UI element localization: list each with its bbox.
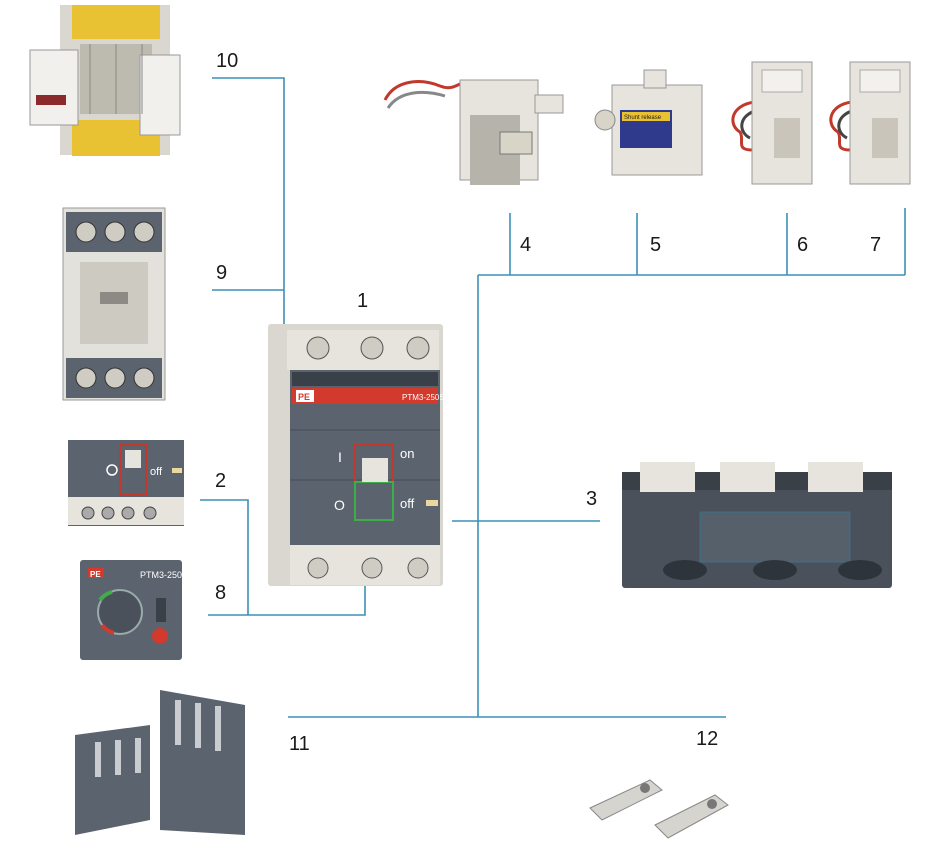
rotary-handle-unit: off bbox=[68, 440, 184, 526]
symbol-on: I bbox=[338, 449, 342, 465]
callout-9: 9 bbox=[216, 262, 228, 284]
terminal-extensions bbox=[589, 779, 729, 839]
undervoltage-release bbox=[383, 79, 564, 185]
callout-12: 12 bbox=[696, 728, 719, 750]
auxiliary-contact bbox=[731, 61, 813, 185]
symbol-off: O bbox=[334, 497, 345, 513]
main-brand: PE bbox=[298, 392, 310, 402]
callout-8: 8 bbox=[215, 582, 227, 604]
callout-1: 1 bbox=[357, 290, 369, 312]
motor-brand: PE bbox=[90, 570, 101, 579]
line-2 bbox=[200, 499, 249, 615]
line-10 bbox=[212, 77, 285, 327]
shunt-release: Shunt release bbox=[594, 69, 703, 176]
callout-6: 6 bbox=[797, 234, 809, 256]
callout-3: 3 bbox=[586, 488, 598, 510]
connector-lines bbox=[200, 77, 906, 718]
shunt-tag: Shunt release bbox=[624, 115, 662, 121]
label-off: off bbox=[400, 496, 415, 511]
callout-10: 10 bbox=[216, 50, 239, 72]
main-breaker: PE PTM3-250S I on O off bbox=[268, 324, 445, 586]
main-model: PTM3-250S bbox=[402, 393, 445, 402]
withdrawable-base bbox=[29, 5, 181, 156]
plugin-base bbox=[622, 462, 892, 588]
callout-4: 4 bbox=[520, 234, 532, 256]
alarm-contact bbox=[829, 61, 911, 185]
line-8 bbox=[208, 585, 366, 616]
callout-5: 5 bbox=[650, 234, 662, 256]
callout-7: 7 bbox=[870, 234, 882, 256]
front-connection-plate bbox=[62, 207, 166, 401]
phase-barriers bbox=[75, 690, 245, 835]
handle-off-label: off bbox=[150, 466, 163, 478]
label-on: on bbox=[400, 446, 414, 461]
callout-2: 2 bbox=[215, 470, 227, 492]
motor-operator: PE PTM3-250 bbox=[80, 560, 182, 660]
motor-model: PTM3-250 bbox=[140, 570, 182, 580]
callout-11: 11 bbox=[289, 733, 310, 755]
